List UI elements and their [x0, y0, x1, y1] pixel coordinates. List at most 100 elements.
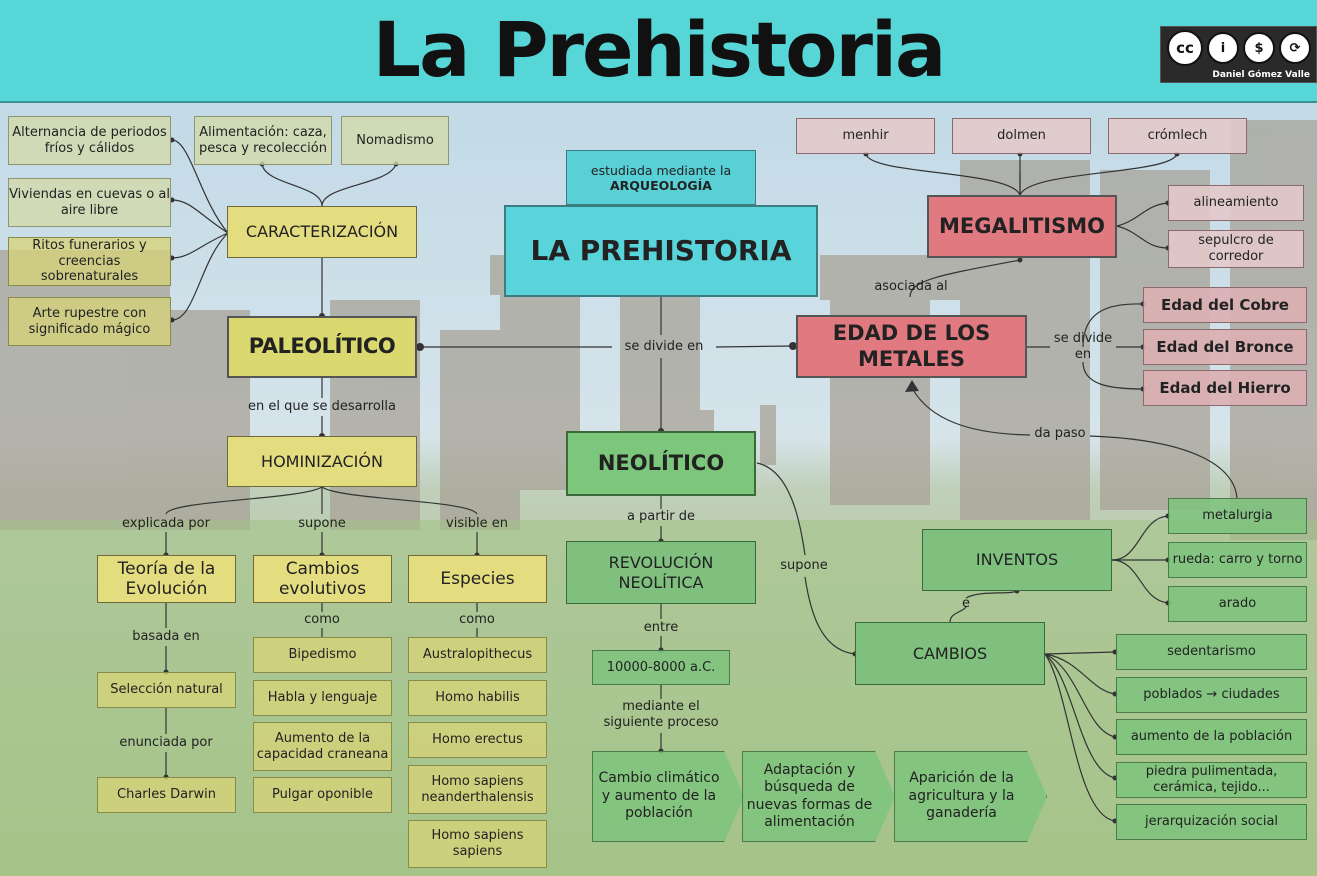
especies-label: Especies	[440, 568, 515, 589]
proceso-step-label: Aparición de la agricultura y la ganader…	[908, 770, 1015, 822]
proceso-step[interactable]: Adaptación y búsqueda de nuevas formas d…	[742, 751, 895, 842]
especie-item[interactable]: Homo erectus	[408, 722, 547, 758]
edad-metales-label: EDAD DE LOS METALES	[832, 321, 991, 371]
edad-item[interactable]: Edad del Cobre	[1143, 287, 1307, 323]
megalito-label: sepulcro de corredor	[1198, 233, 1274, 264]
megalito-item[interactable]: crómlech	[1108, 118, 1247, 154]
node-caracterizacion[interactable]: CARACTERIZACIÓN	[227, 206, 417, 258]
megalito-item[interactable]: dolmen	[952, 118, 1091, 154]
node-seleccion-natural[interactable]: Selección natural	[97, 672, 236, 708]
cambio-item[interactable]: Pulgar oponible	[253, 777, 392, 813]
proceso-step-label: Cambio climático y aumento de la poblaci…	[598, 770, 720, 822]
caract-item[interactable]: Alimentación: caza, pesca y recolección	[194, 116, 332, 165]
node-cambios-evolutivos[interactable]: Cambios evolutivos	[253, 555, 392, 603]
cambio-item-label: Aumento de la capacidad craneana	[256, 730, 389, 762]
especie-item[interactable]: Homo habilis	[408, 680, 547, 716]
link-enunciada-por: enunciada por	[119, 735, 213, 750]
proceso-step-label: Adaptación y búsqueda de nuevas formas d…	[746, 761, 873, 831]
megalitismo-label: MEGALITISMO	[939, 213, 1105, 238]
node-neolitico[interactable]: NEOLÍTICO	[566, 431, 756, 496]
edad-item[interactable]: Edad del Hierro	[1143, 370, 1307, 406]
node-especies[interactable]: Especies	[408, 555, 547, 603]
sa-icon: ⟳	[1279, 32, 1311, 64]
node-megalitismo[interactable]: MEGALITISMO	[927, 195, 1117, 258]
cambio-social-label: jerarquización social	[1144, 814, 1279, 830]
by-icon: i	[1207, 32, 1239, 64]
cambio-item[interactable]: Bipedismo	[253, 637, 392, 673]
caract-item[interactable]: Nomadismo	[341, 116, 449, 165]
link-supone: supone	[298, 516, 346, 531]
link-como: como	[459, 612, 495, 627]
cambio-item[interactable]: Aumento de la capacidad craneana	[253, 722, 392, 771]
link-entre: entre	[643, 620, 679, 635]
link-basada-en: basada en	[132, 629, 200, 644]
node-fecha[interactable]: 10000-8000 a.C.	[592, 650, 730, 685]
link-e: e	[962, 596, 970, 611]
cambio-social-item[interactable]: aumento de la población	[1116, 719, 1307, 755]
cambio-social-label: sedentarismo	[1167, 644, 1256, 660]
proceso-step[interactable]: Cambio climático y aumento de la poblaci…	[592, 751, 744, 842]
neolitico-label: NEOLÍTICO	[597, 450, 725, 475]
nc-icon: $	[1243, 32, 1275, 64]
megalito-item[interactable]: alineamiento	[1168, 185, 1304, 221]
link-mediante: mediante el siguiente proceso	[603, 699, 719, 731]
paleolitico-label: PALEOLÍTICO	[248, 334, 396, 359]
node-edad-metales[interactable]: EDAD DE LOS METALES	[796, 315, 1027, 378]
caract-item-label: Viviendas en cuevas o al aire libre	[9, 186, 170, 218]
cc-icon: cc	[1167, 30, 1203, 66]
cambios-evolutivos-label: Cambios evolutivos	[278, 558, 367, 599]
caract-item[interactable]: Arte rupestre con significado mágico	[8, 297, 171, 346]
especie-item[interactable]: Homo sapiens sapiens	[408, 820, 547, 868]
cambio-social-item[interactable]: jerarquización social	[1116, 804, 1307, 840]
center-node-label: LA PREHISTORIA	[530, 234, 792, 268]
cambio-item[interactable]: Habla y lenguaje	[253, 680, 392, 716]
cambio-social-item[interactable]: poblados → ciudades	[1116, 677, 1307, 713]
node-inventos[interactable]: INVENTOS	[922, 529, 1112, 591]
arqueologia-prefix: estudiada mediante la	[590, 162, 732, 178]
invento-item[interactable]: arado	[1168, 586, 1307, 622]
especie-item[interactable]: Homo sapiens neanderthalensis	[408, 765, 547, 814]
megalito-item[interactable]: sepulcro de corredor	[1168, 230, 1304, 268]
especie-item-label: Homo erectus	[432, 732, 523, 748]
author-name: Daniel Gómez Valle	[1212, 70, 1310, 80]
cambio-social-item[interactable]: piedra pulimentada, cerámica, tejido...	[1116, 762, 1307, 798]
cambio-social-item[interactable]: sedentarismo	[1116, 634, 1307, 670]
node-hominizacion[interactable]: HOMINIZACIÓN	[227, 436, 417, 487]
invento-item[interactable]: metalurgia	[1168, 498, 1307, 534]
link-asociada-al: asociada al	[874, 279, 948, 294]
proceso-step[interactable]: Aparición de la agricultura y la ganader…	[894, 751, 1047, 842]
megalito-item[interactable]: menhir	[796, 118, 935, 154]
link-se-divide-en-metales: se divide en	[1053, 331, 1113, 362]
caract-item-label: Nomadismo	[356, 132, 434, 148]
caract-item[interactable]: Viviendas en cuevas o al aire libre	[8, 178, 171, 227]
invento-item-label: arado	[1218, 596, 1257, 612]
cambio-item-label: Habla y lenguaje	[267, 690, 378, 706]
megalito-label: alineamiento	[1193, 195, 1279, 211]
arqueologia-note: estudiada mediante la ARQUEOLOGÍA	[566, 150, 756, 205]
darwin-label: Charles Darwin	[117, 787, 216, 803]
hominizacion-label: HOMINIZACIÓN	[261, 451, 383, 471]
cambio-social-label: poblados → ciudades	[1143, 687, 1280, 703]
center-node-prehistoria[interactable]: LA PREHISTORIA	[504, 205, 818, 297]
node-teoria-evolucion[interactable]: Teoría de la Evolución	[97, 555, 236, 603]
megalito-label: dolmen	[997, 128, 1046, 144]
caract-item-label: Arte rupestre con significado mágico	[28, 305, 151, 337]
node-charles-darwin[interactable]: Charles Darwin	[97, 777, 236, 813]
megalito-label: crómlech	[1147, 128, 1208, 144]
link-se-divide-en: se divide en	[624, 339, 704, 354]
edad-item[interactable]: Edad del Bronce	[1143, 329, 1307, 365]
inventos-label: INVENTOS	[975, 550, 1059, 570]
node-paleolitico[interactable]: PALEOLÍTICO	[227, 316, 417, 378]
caract-item[interactable]: Ritos funerarios y creencias sobrenatura…	[8, 237, 171, 286]
especie-item-label: Australopithecus	[422, 647, 533, 663]
invento-item[interactable]: rueda: carro y torno	[1168, 542, 1307, 578]
edad-item-label: Edad del Bronce	[1156, 338, 1294, 356]
link-visible-en: visible en	[446, 516, 508, 531]
arqueologia-label: ARQUEOLOGÍA	[610, 177, 712, 193]
especie-item[interactable]: Australopithecus	[408, 637, 547, 673]
node-revolucion-neolitica[interactable]: REVOLUCIÓN NEOLÍTICA	[566, 541, 756, 604]
caract-item[interactable]: Alternancia de periodos fríos y cálidos	[8, 116, 171, 165]
link-da-paso: da paso	[1034, 426, 1086, 441]
megalito-label: menhir	[842, 128, 889, 144]
node-cambios[interactable]: CAMBIOS	[855, 622, 1045, 685]
